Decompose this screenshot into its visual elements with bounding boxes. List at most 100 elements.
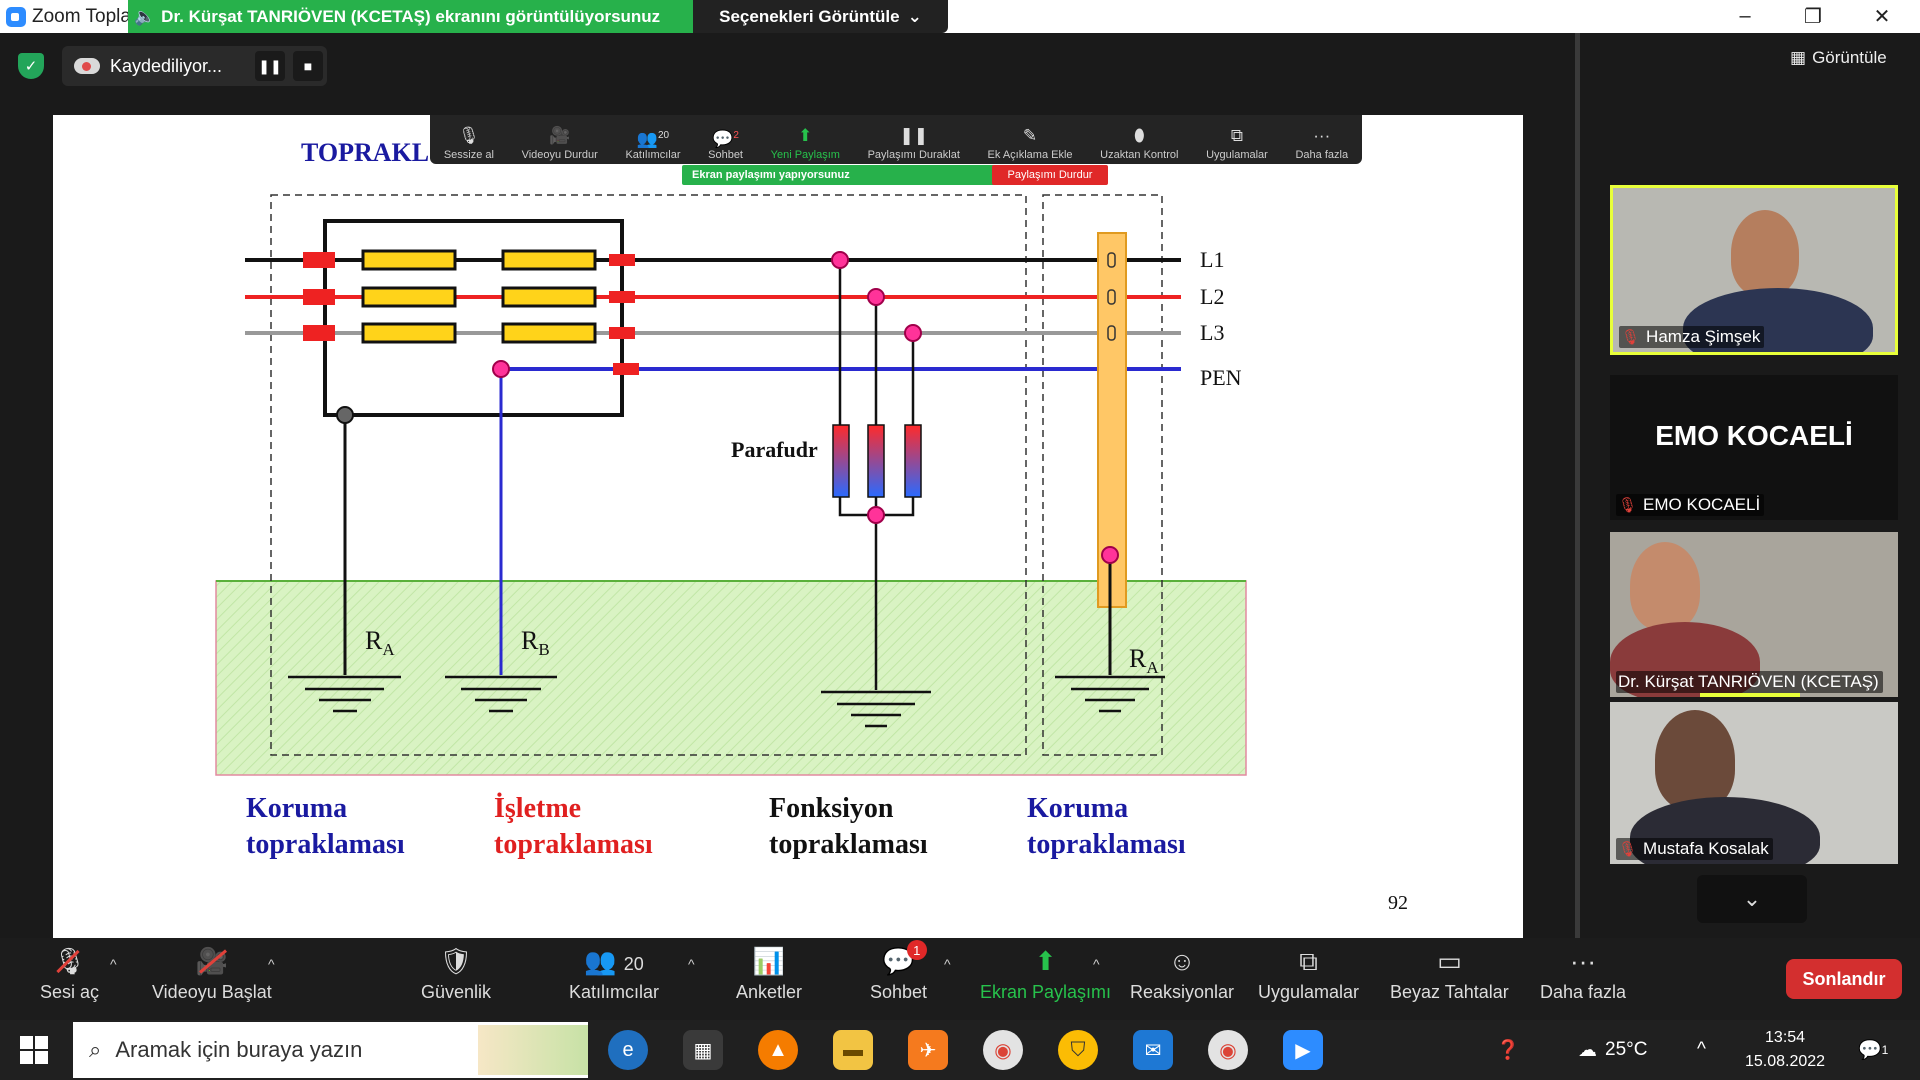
view-button[interactable]: ▦ Görüntüle xyxy=(1790,48,1887,68)
whiteboard-icon: ▭ xyxy=(1437,946,1462,976)
weather-widget[interactable]: ☁25°C xyxy=(1578,1020,1647,1080)
remote-control-label: Uzaktan Kontrol xyxy=(1100,149,1179,161)
share-mute-button[interactable]: 🎙Sessize al xyxy=(444,126,494,161)
participant-tile-kursat[interactable]: Dr. Kürşat TANRIÖVEN (KCETAŞ) xyxy=(1610,532,1898,697)
stop-share-button[interactable]: Paylaşımı Durdur xyxy=(992,165,1108,185)
share-screen-label: Ekran Paylaşımı xyxy=(980,982,1112,1002)
polls-button[interactable]: 📊Anketler xyxy=(736,944,802,1003)
encryption-shield-icon[interactable]: ✓ xyxy=(18,53,44,79)
mic-off-icon: 🎙 xyxy=(1621,329,1641,346)
apps-button[interactable]: ⧉Uygulamalar xyxy=(1258,944,1359,1003)
rb-letter: R xyxy=(521,626,539,655)
scroll-down-button[interactable]: ⌄ xyxy=(1697,875,1807,923)
pen-icon: ✎ xyxy=(1022,126,1038,145)
help-icon[interactable]: ❓ xyxy=(1496,1040,1520,1061)
pause-share-button[interactable]: ❚❚Paylaşımı Duraklat xyxy=(868,126,960,161)
ra2-sub: A xyxy=(1146,658,1159,677)
participant-name-tag: 🎙Hamza Şimşek xyxy=(1619,326,1765,348)
share-more-button[interactable]: ···Daha fazla xyxy=(1295,126,1348,161)
caption-1-line2: topraklaması xyxy=(246,829,405,860)
chat-icon: 💬2 xyxy=(712,129,739,149)
pause-icon: ❚❚ xyxy=(899,126,929,145)
chat-badge: 1 xyxy=(906,940,927,960)
more-icon: ··· xyxy=(1313,126,1331,145)
video-icon: 🎥 xyxy=(549,126,571,145)
caption-3-line2: topraklaması xyxy=(769,829,928,860)
zoom-taskbar-icon[interactable]: ▶ xyxy=(1283,1030,1323,1070)
notifications-icon[interactable]: 💬1 xyxy=(1858,1040,1889,1061)
new-share-button[interactable]: ⬆Yeni Paylaşım xyxy=(771,126,840,161)
l2-label: L2 xyxy=(1200,284,1224,309)
mic-off-icon: 🎙 xyxy=(1618,497,1638,514)
start-video-button[interactable]: 🎥Videoyu Başlat xyxy=(152,944,272,1003)
view-button-label: Görüntüle xyxy=(1812,48,1887,67)
more-button[interactable]: ···Daha fazla xyxy=(1540,944,1626,1003)
taskbar-search[interactable]: ⌕ Aramak için buraya yazın xyxy=(73,1022,588,1078)
annotate-button[interactable]: ✎Ek Açıklama Ekle xyxy=(988,126,1073,161)
remote-control-button[interactable]: ⬮Uzaktan Kontrol xyxy=(1100,126,1178,161)
tray-chevron-up-icon[interactable]: ^ xyxy=(1697,1039,1706,1060)
reactions-button[interactable]: ☺Reaksiyonlar xyxy=(1130,944,1234,1003)
chrome-icon[interactable]: ◉ xyxy=(983,1030,1023,1070)
app-rocket-icon[interactable]: ✈ xyxy=(908,1030,948,1070)
participant-name: Dr. Kürşat TANRIÖVEN (KCETAŞ) xyxy=(1618,672,1879,691)
pen-node xyxy=(492,360,510,378)
rb-sub: B xyxy=(538,640,549,659)
windings xyxy=(361,249,597,344)
video-off-icon: 🎥 xyxy=(196,944,228,978)
chrome-profile-icon[interactable]: ◉ xyxy=(1208,1030,1248,1070)
share-apps-button[interactable]: ⧉Uygulamalar xyxy=(1206,126,1268,161)
browser-shield-icon[interactable]: ⛉ xyxy=(1058,1030,1098,1070)
equipment-contacts xyxy=(1107,252,1116,341)
view-options-button[interactable]: Seçenekleri Görüntüle ⌄ xyxy=(693,0,948,33)
share-icon: ⬆ xyxy=(798,126,813,145)
equipment-node xyxy=(1101,546,1119,564)
app-orange-icon[interactable]: ▲ xyxy=(758,1030,798,1070)
participant-tile-hamza[interactable]: 🎙Hamza Şimşek xyxy=(1610,185,1898,355)
viewing-share-banner: 🔈 Dr. Kürşat TANRIÖVEN (KCETAŞ) ekranını… xyxy=(128,0,693,33)
minimize-button[interactable]: – xyxy=(1739,5,1751,27)
maximize-button[interactable]: ❐ xyxy=(1804,6,1822,28)
close-button[interactable]: ✕ xyxy=(1873,6,1891,28)
participant-display-name: EMO KOCAELİ xyxy=(1655,420,1853,451)
end-meeting-button[interactable]: Sonlandır xyxy=(1786,959,1902,999)
clock-date: 15.08.2022 xyxy=(1745,1053,1826,1070)
unmute-button[interactable]: 🎙Sesi aç xyxy=(40,944,99,1003)
equipment-body xyxy=(1097,232,1127,608)
panel-resize-handle[interactable] xyxy=(1575,33,1580,938)
audio-options-caret[interactable]: ^ xyxy=(110,956,117,972)
participants-options-caret[interactable]: ^ xyxy=(688,956,695,972)
caption-4-line2: topraklaması xyxy=(1027,829,1186,860)
share-mute-label: Sessize al xyxy=(443,149,494,161)
zoom-logo-icon xyxy=(6,7,26,27)
caption-2-line2: topraklaması xyxy=(494,829,653,860)
chat-options-caret[interactable]: ^ xyxy=(944,956,951,972)
view-options-label: Seçenekleri Görüntüle xyxy=(719,6,900,26)
share-options-caret[interactable]: ^ xyxy=(1093,956,1100,972)
whiteboards-button[interactable]: ▭Beyaz Tahtalar xyxy=(1390,944,1509,1003)
ra-sub: A xyxy=(382,640,395,659)
edge-icon[interactable]: e xyxy=(608,1030,648,1070)
participant-tile-emo[interactable]: EMO KOCAELİ 🎙EMO KOCAELİ xyxy=(1610,375,1898,520)
ra2-letter: R xyxy=(1129,644,1147,673)
stop-recording-button[interactable]: ■ xyxy=(293,51,323,81)
start-button[interactable] xyxy=(20,1036,48,1064)
mail-icon[interactable]: ✉ xyxy=(1133,1030,1173,1070)
video-options-caret[interactable]: ^ xyxy=(268,956,275,972)
share-screen-button[interactable]: ⬆Ekran Paylaşımı xyxy=(980,944,1111,1003)
store-icon[interactable]: ▦ xyxy=(683,1030,723,1070)
file-explorer-icon[interactable]: ▬ xyxy=(833,1030,873,1070)
security-button[interactable]: 🛡Güvenlik xyxy=(421,944,491,1003)
app-title: Zoom Topla xyxy=(6,6,131,28)
share-stop-video-button[interactable]: 🎥Videoyu Durdur xyxy=(522,126,598,161)
participant-tile-mustafa[interactable]: 🎙Mustafa Kosalak xyxy=(1610,702,1898,864)
dashed-zone-1 xyxy=(270,194,1027,756)
pause-recording-button[interactable]: ❚❚ xyxy=(255,51,285,81)
sharing-status-text: Ekran paylaşımı yapıyorsunuz xyxy=(692,169,850,181)
clock[interactable]: 13:54 15.08.2022 xyxy=(1745,1026,1825,1074)
